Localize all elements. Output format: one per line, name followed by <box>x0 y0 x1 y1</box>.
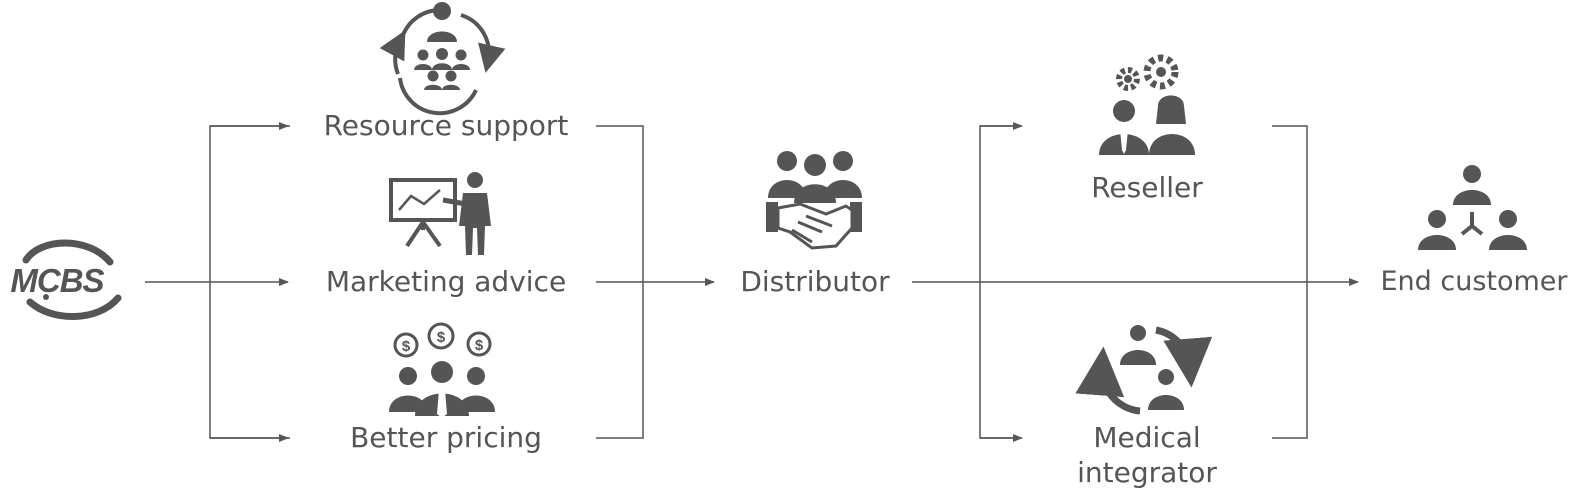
bracket-right-channels <box>1272 125 1308 439</box>
presentation-icon <box>389 172 491 255</box>
node-medical-integrator-line1: Medical <box>1093 421 1201 454</box>
svg-text:$: $ <box>437 329 446 346</box>
node-marketing-advice: Marketing advice <box>325 265 567 298</box>
connectors <box>145 122 1359 442</box>
pricing-icon: $ $ $ <box>389 322 495 418</box>
team-gears-icon <box>1099 54 1195 155</box>
svg-text:$: $ <box>402 338 411 355</box>
node-end-customer: End customer <box>1380 266 1568 297</box>
node-reseller: Reseller <box>1091 171 1203 204</box>
integrator-cycle-icon <box>1075 325 1213 415</box>
node-distributor: Distributor <box>740 265 890 298</box>
logo-text: MCBS <box>10 262 104 299</box>
network-people-icon <box>1418 165 1527 250</box>
handshake-icon <box>766 151 862 250</box>
node-medical-integrator-line2: integrator <box>1077 456 1217 489</box>
node-better-pricing: Better pricing <box>350 421 542 454</box>
node-resource-support: Resource support <box>323 109 569 142</box>
svg-text:$: $ <box>475 337 484 354</box>
mcbs-logo: MCBS <box>10 239 122 320</box>
people-cycle-icon <box>379 2 506 116</box>
